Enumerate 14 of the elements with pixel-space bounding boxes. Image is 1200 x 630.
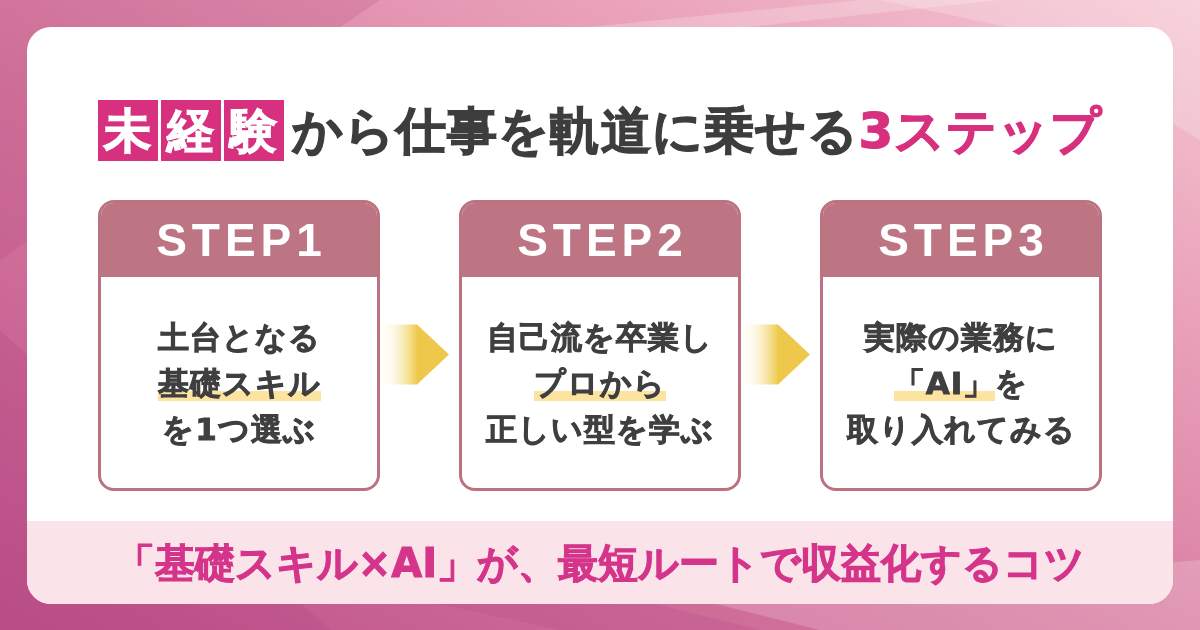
diagram-title: 未経験から仕事を軌道に乗せる3ステップ (97, 100, 1103, 162)
tip-banner (27, 521, 1173, 604)
step-description: 自己流を卒業しプロから正しい型を学ぶ (486, 317, 714, 449)
step-header: STEP1 (101, 203, 377, 277)
step-card (820, 200, 1102, 491)
step-header: STEP3 (823, 203, 1099, 277)
arrow (741, 324, 810, 385)
step-card (98, 200, 380, 491)
step-card (459, 200, 741, 491)
step-description: 実際の業務に「AI」を取り入れてみる (846, 317, 1076, 449)
step-description: 土台となる基礎スキルを1つ選ぶ (157, 317, 321, 449)
step-header: STEP2 (462, 203, 738, 277)
arrow (380, 324, 449, 385)
tip-text: 「基礎スキル×AI」が、最短ルートで収益化するコツ (114, 538, 1086, 588)
